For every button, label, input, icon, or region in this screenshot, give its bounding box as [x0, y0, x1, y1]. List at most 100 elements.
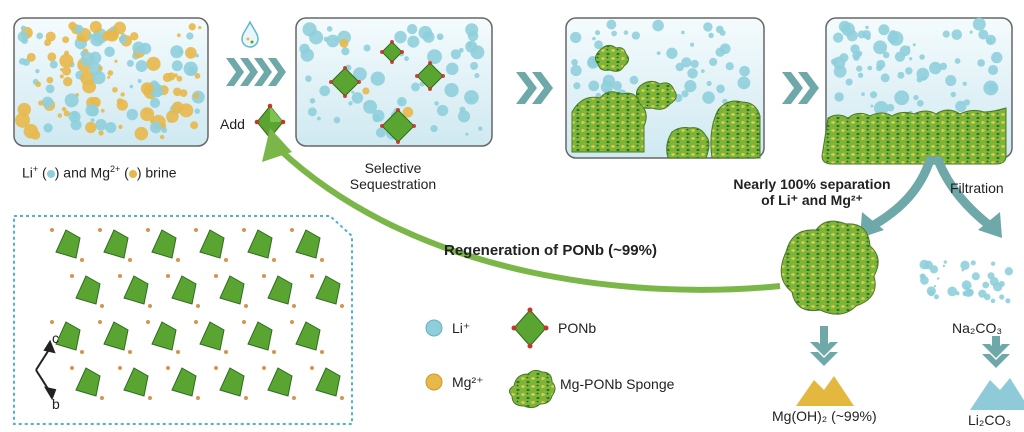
ion-dot — [307, 107, 317, 117]
ion-dot — [990, 298, 996, 304]
mgoh2-pile — [796, 376, 854, 406]
ion-dot — [400, 50, 404, 54]
lattice-octahedron — [55, 321, 81, 351]
ion-dot — [196, 304, 200, 308]
ion-dot — [272, 350, 276, 354]
ion-dot — [343, 94, 347, 98]
ion-dot — [62, 36, 70, 44]
ion-dot — [38, 100, 44, 106]
ion-dot — [390, 60, 394, 64]
ion-dot — [90, 118, 95, 123]
ion-dot — [681, 30, 685, 35]
ion-dot — [135, 60, 148, 72]
selective-sequestration-label: Selective Sequestration — [349, 160, 437, 193]
brine-panel — [13, 17, 209, 147]
ion-dot — [951, 29, 963, 40]
ion-dot — [990, 261, 996, 266]
ion-dot — [214, 274, 218, 278]
ion-dot — [465, 132, 469, 136]
ion-dot — [857, 72, 864, 78]
ion-dot — [107, 75, 111, 79]
ion-dot — [909, 57, 913, 61]
ion-dot — [652, 19, 664, 32]
ion-dot — [323, 36, 329, 42]
ion-dot — [148, 396, 152, 400]
ion-dot — [407, 35, 420, 48]
ion-dot — [929, 61, 942, 75]
ion-dot — [329, 80, 333, 84]
ion-dot — [26, 52, 36, 62]
ion-dot — [351, 92, 364, 104]
ion-dot — [372, 114, 381, 123]
ion-dot — [36, 32, 44, 40]
ion-dot — [971, 272, 980, 281]
ion-dot — [623, 30, 629, 35]
ion-dot — [104, 46, 115, 58]
ion-dot — [450, 49, 461, 60]
ion-dot — [396, 140, 400, 144]
ion-dot — [363, 44, 371, 52]
lattice-octahedron — [171, 275, 197, 305]
ion-dot — [873, 40, 888, 55]
ion-dot — [159, 134, 165, 140]
ion-dot — [116, 99, 129, 111]
ion-dot — [173, 73, 178, 78]
ion-dot — [945, 75, 957, 87]
ion-dot — [20, 25, 26, 31]
ion-dot — [913, 94, 919, 101]
ion-dot — [681, 90, 689, 98]
ion-dot — [947, 286, 958, 297]
ion-dot — [594, 30, 601, 36]
lattice-octahedron — [295, 229, 321, 259]
lattice-octahedron — [267, 275, 293, 305]
ion-dot — [100, 108, 105, 113]
ion-dot — [595, 92, 602, 99]
ion-dot — [76, 33, 85, 42]
ion-dot — [292, 304, 296, 308]
ion-dot — [128, 350, 132, 354]
ion-dot — [309, 98, 316, 104]
ion-dot — [687, 68, 698, 79]
ponb-octahedron-icon — [254, 103, 286, 141]
ion-dot — [880, 73, 890, 83]
ion-dot — [404, 56, 409, 62]
ion-dot — [570, 65, 582, 77]
ion-dot — [444, 82, 459, 98]
ion-dot — [351, 90, 355, 94]
ion-dot — [675, 62, 685, 72]
ion-dot — [129, 84, 134, 89]
ion-dot — [415, 74, 419, 78]
ion-dot — [912, 43, 916, 47]
ion-dot — [166, 366, 170, 370]
lattice-octahedron — [247, 229, 273, 259]
ion-dot — [107, 70, 114, 76]
ion-dot — [701, 69, 705, 73]
ion-dot — [380, 124, 384, 128]
ion-dot — [916, 99, 924, 107]
ion-dot — [340, 304, 344, 308]
ion-dot — [681, 57, 692, 68]
ion-dot — [942, 30, 950, 38]
ion-dot — [144, 109, 149, 114]
ion-dot — [436, 104, 449, 117]
ion-dot — [130, 32, 139, 41]
ion-dot — [320, 258, 324, 262]
ion-dot — [612, 81, 622, 91]
ion-dot — [573, 82, 581, 90]
lattice-octahedron — [199, 321, 225, 351]
ion-dot — [193, 92, 200, 99]
axis-arrows — [35, 339, 57, 401]
ion-dot — [831, 58, 838, 66]
ion-dot — [262, 274, 266, 278]
ion-dot — [70, 274, 74, 278]
ion-dot — [363, 99, 378, 114]
ion-dot — [305, 75, 312, 82]
ion-dot — [464, 90, 479, 105]
ion-dot — [861, 92, 865, 97]
legend-ponb-label: PONb — [558, 320, 597, 336]
ion-dot — [459, 106, 466, 113]
ion-dot — [708, 32, 714, 39]
ion-dot — [919, 54, 925, 60]
brine-label: Li+ () and Mg2+ () brine — [22, 164, 177, 181]
mg-ponb-sponge-icon — [780, 220, 879, 315]
